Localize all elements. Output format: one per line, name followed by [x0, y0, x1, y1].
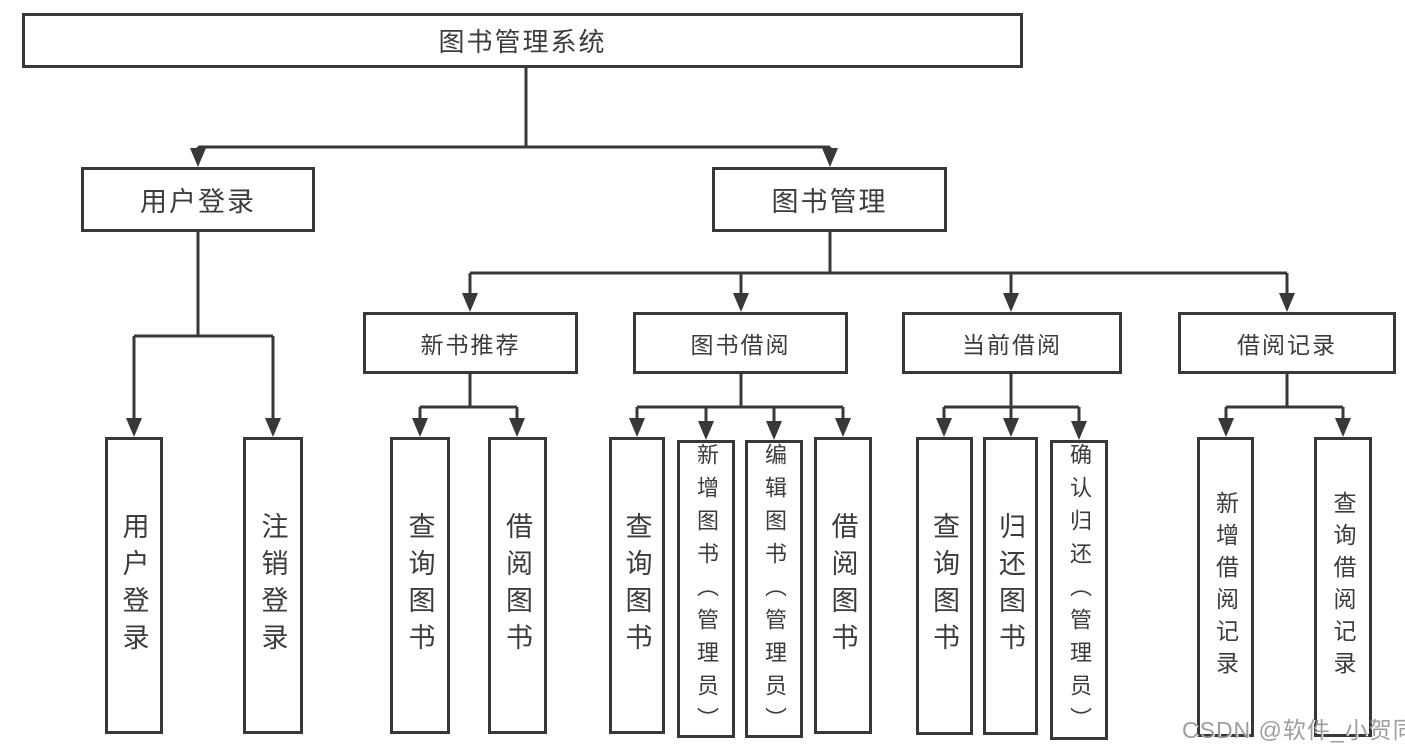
node-label: 新书推荐	[420, 332, 521, 358]
node-current-borrowing: 当前借阅	[902, 312, 1122, 374]
leaf-query-books-recommend: 查询图书	[390, 437, 450, 734]
leaf-borrow-books-recommend: 借阅图书	[488, 437, 547, 734]
node-label: 当前借阅	[962, 332, 1062, 358]
node-borrowing-records: 借阅记录	[1178, 312, 1396, 374]
leaf-query-books-borrowing: 查询图书	[609, 437, 665, 734]
leaf-confirm-return-admin: 确认归还（管理员）	[1050, 440, 1108, 740]
node-label: 归还图书	[995, 512, 1025, 660]
csdn-watermark: CSDN @软件_小贺同学	[1182, 717, 1405, 743]
leaf-query-books-current: 查询图书	[916, 437, 973, 735]
leaf-return-book: 归还图书	[983, 437, 1038, 735]
node-label: 注销登录	[257, 511, 288, 660]
node-label: 图书管理	[771, 187, 888, 217]
node-book-management: 图书管理	[712, 167, 947, 232]
node-label: 借阅记录	[1237, 332, 1337, 358]
leaf-add-borrow-record: 新增借阅记录	[1197, 437, 1254, 737]
node-label: 确认归还（管理员）	[1067, 443, 1092, 740]
leaf-borrow-books-borrowing: 借阅图书	[814, 437, 872, 734]
node-label: 用户登录	[118, 511, 149, 660]
node-label: 借阅图书	[827, 511, 858, 660]
node-label: 图书借阅	[690, 332, 791, 358]
node-new-book-recommend: 新书推荐	[363, 312, 578, 374]
node-user-login: 用户登录	[81, 167, 315, 232]
node-label: 查询图书	[929, 512, 959, 660]
node-label: 查询借阅记录	[1330, 491, 1356, 683]
leaf-query-borrow-record: 查询借阅记录	[1314, 437, 1372, 737]
node-label: 编辑图书（管理员）	[762, 443, 787, 740]
node-label: 用户登录	[140, 187, 256, 217]
node-library-management-system: 图书管理系统	[22, 13, 1023, 68]
node-label: 查询图书	[404, 511, 435, 660]
node-label: 新增图书（管理员）	[694, 443, 719, 740]
leaf-logout: 注销登录	[243, 437, 303, 734]
leaf-add-book-admin: 新增图书（管理员）	[677, 440, 735, 740]
node-label: 新增借阅记录	[1212, 491, 1239, 683]
leaf-user-login: 用户登录	[105, 437, 163, 734]
node-label: 借阅图书	[502, 511, 532, 660]
arrowheads	[126, 148, 1351, 440]
node-label: 查询图书	[621, 511, 652, 660]
node-label: 图书管理系统	[438, 27, 607, 57]
leaf-edit-book-admin: 编辑图书（管理员）	[745, 440, 803, 740]
node-book-borrowing: 图书借阅	[633, 312, 848, 374]
